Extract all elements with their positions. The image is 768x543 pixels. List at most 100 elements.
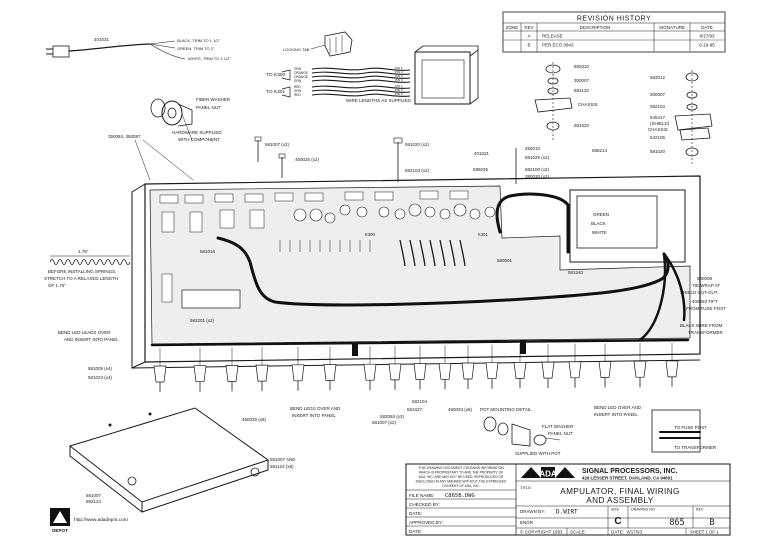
part-581025-x2: 581025 (x2) <box>525 155 550 160</box>
relay-k301: K301 <box>478 232 488 237</box>
fiber-washer-label: FIBER WASHER <box>196 97 231 102</box>
rhw-582012: 582012 <box>650 75 666 80</box>
rev-label: REV <box>696 508 704 512</box>
transformer-connector-detail: LOCKING TAB TO K300 TO K301 GRN ORANGE O… <box>266 31 479 105</box>
panel-knob <box>598 343 612 388</box>
rack-parts-4: 582124 <box>86 499 102 504</box>
shield-wire-white: WHITE <box>592 230 607 235</box>
part-460025-x2: 460025 (x2) <box>295 157 320 162</box>
hardware-supplied-label: HARDWARE SUPPLIED <box>172 130 222 135</box>
with-component-label: WITH COMPONENT <box>178 137 220 142</box>
right-side-notes: 580008 TIE WRAP AT SHIELD CUT-OUT. 40028… <box>680 276 726 335</box>
rhw-300007: 300007 <box>650 92 666 97</box>
panel-knob <box>255 347 269 392</box>
part-380030-x2: 380030 (x2) <box>525 174 550 179</box>
part-588214: 588214 <box>592 148 608 153</box>
part-582103-x2: 582103 (x2) <box>405 168 430 173</box>
panel-knob <box>388 345 402 390</box>
panel-knob <box>568 343 582 388</box>
wire-lengths-note: WIRE LENGTHS AS SUPPLIED <box>346 98 412 103</box>
part-582104: 582104 <box>412 399 428 404</box>
title-line-1: AMPULATOR, FINAL WIRING <box>560 487 680 496</box>
panel-knob <box>438 345 452 390</box>
pot-detail-title: POT MOUNTING DETAIL <box>480 407 532 412</box>
revision-history-table: REVISION HISTORY ZONE REV DESCRIPTION SI… <box>502 11 726 53</box>
k301-wire-2: GRN <box>294 89 302 93</box>
drawing-no-value: 865 <box>669 518 684 528</box>
date2-label: DATE: <box>409 529 422 534</box>
rev-col-signature: SIGNATURE <box>659 25 685 30</box>
approved-by-label: APPROVED BY: <box>409 520 443 525</box>
hw-chassis: CHASSIS <box>578 102 598 107</box>
rhw-545417: 545417 <box>650 115 666 120</box>
power-cord-part: 401031 <box>94 37 110 42</box>
hw-581020: 581020 <box>574 123 590 128</box>
title-label: TITLE: <box>520 485 532 490</box>
part-580001: 580001 <box>497 258 513 263</box>
panel-knob <box>665 342 679 387</box>
title-line-2: AND ASSEMBLY <box>586 496 654 505</box>
scale-label: SCALE: <box>570 530 586 535</box>
proprietary-5: CONSENT OF ADA, INC. <box>442 484 480 488</box>
part-401031: 401031 <box>474 151 490 156</box>
ada-logo-text: ADA <box>539 470 557 479</box>
date-label: DATE: <box>409 511 422 516</box>
rev-value: B <box>709 518 714 528</box>
date3-label: DATE: <box>611 530 624 535</box>
locking-tab-label: LOCKING TAB <box>283 47 310 52</box>
rack-parts-1: 581007 AND <box>270 457 296 462</box>
fastener-callouts-top: 581007 (x2) 460025 (x2) 581020 (x2) 5821… <box>254 136 608 184</box>
bend-led-left-2: AND INSERT INTO PANEL <box>64 337 119 342</box>
wire-green-note: GREEN, TRIM TO 2" <box>177 46 215 51</box>
tie-wrap-part: 580008 <box>697 276 713 281</box>
company-name: SIGNAL PROCESSORS, INC. <box>582 468 678 475</box>
panel-knob <box>541 344 555 389</box>
drawn-by-label: DRAWN BY: <box>520 509 545 514</box>
panel-nut-label-2: PANEL NUT <box>548 431 573 436</box>
rack-parts-3: 581007 <box>86 493 102 498</box>
part-581020-x2: 581020 (x2) <box>405 142 430 147</box>
panel-knob <box>323 346 337 391</box>
spring-note-line-1: BEFORE INSTALLING SPRINGS, <box>48 269 116 274</box>
part-582093-x2: 582093 (x2) <box>380 414 405 419</box>
panel-knob <box>461 345 475 389</box>
panel-knob <box>363 346 377 391</box>
rack-case: 581007 AND 581124 (x8) 581007 582124 <box>68 407 296 514</box>
jack-hardware-detail: FIBER WASHER PANEL NUT HARDWARE SUPPLIED… <box>108 97 231 181</box>
rev-row-b-desc: PER ECO 0843 <box>542 43 574 48</box>
rhw-shield: (SHIELD) <box>650 121 670 126</box>
pin-label-1: PIN 1 <box>395 66 403 70</box>
k300-wire-1: GRN <box>294 67 302 71</box>
to-fuse-post-label: TO FUSE POST <box>674 425 707 430</box>
part-581007-x2-b: 581007 (x2) <box>372 420 397 425</box>
rev-row-a-date: 8/17/93 <box>699 34 715 39</box>
capacitors <box>293 203 496 224</box>
wire-white-note: WHITE, TRIM TO 1 1/2" <box>188 56 231 61</box>
part-450010: 450010 <box>525 146 541 151</box>
black-wire-line-2: TRANSFORMER <box>688 330 724 335</box>
to-k300-label: TO K300 <box>266 72 285 78</box>
company-address: 420 LESSER STREET, OAKLAND, CA 94601 <box>582 476 673 481</box>
rev-col-date: DATE <box>701 25 713 30</box>
shield-wire-black: BLACK <box>591 221 606 226</box>
part-586035: 586035 <box>473 167 489 172</box>
ic-row-top <box>159 190 469 233</box>
revision-heading: REVISION HISTORY <box>577 16 651 23</box>
rhw-581020: 581020 <box>650 149 666 154</box>
drawn-by-value: D.WIRT <box>556 509 578 516</box>
rhw-582103: 582103 <box>650 104 666 109</box>
pin-label-5: PIN 1 <box>395 84 403 88</box>
rev-col-rev: REV <box>524 25 533 30</box>
engr-label: ENGR <box>520 520 534 525</box>
black-wire-line-1: BLACK WIRE FROM <box>680 323 723 328</box>
part-460025-x8: 460025 (x8) <box>242 417 267 422</box>
part-581023-x4: 581023 (x4) <box>88 375 113 380</box>
rev-row-b-rev: B <box>527 43 530 48</box>
ground-hardware-stack: 582010 300007 582120 CHASSIS 581020 <box>534 62 598 140</box>
proprietary-2: WHICH IS PROPRIETARY TO AND THE PROPERTY… <box>419 471 503 475</box>
knob-row <box>153 342 679 392</box>
checked-by-label: CHECKED BY: <box>409 502 440 507</box>
sheet-info: SHEET 1 OF 1 <box>690 530 719 535</box>
panel-knob <box>633 343 647 388</box>
k300-wire-3: ORANGE <box>294 75 308 79</box>
